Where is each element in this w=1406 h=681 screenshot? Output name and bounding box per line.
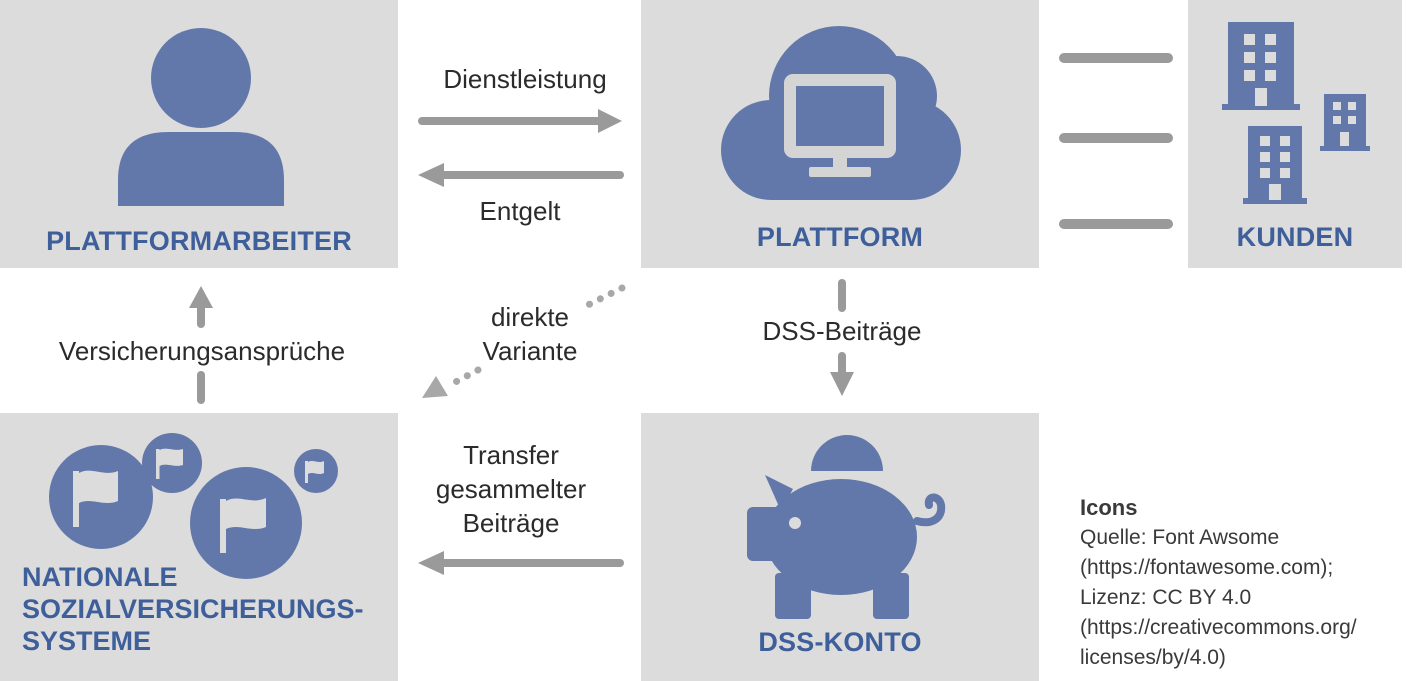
credits-line: Quelle: Font Awsome — [1080, 526, 1280, 549]
flag-circle — [190, 467, 302, 579]
flag-circle — [49, 445, 153, 549]
worker-label: PLATTFORMARBEITER — [46, 226, 352, 256]
platform-label: PLATTFORM — [756, 222, 924, 252]
social-label-line-2: SOZIALVERSICHERUNGS- — [22, 594, 364, 624]
transfer-line-2: gesammelter — [435, 474, 587, 504]
customer-connector-lines — [1059, 53, 1173, 229]
account-box: DSS-KONTO — [641, 413, 1039, 681]
social-label-line-1: NATIONALE — [22, 562, 178, 592]
flag-circle — [294, 449, 338, 493]
service-arrow — [418, 109, 622, 133]
icon-credits: Icons Quelle: Font Awsome (https://fonta… — [1080, 493, 1406, 673]
customers-box: KUNDEN — [1188, 0, 1402, 268]
contributions-label: DSS-Beiträge — [762, 316, 922, 346]
platform-box: PLATTFORM — [641, 0, 1039, 268]
credits-line: Lizenz: CC BY 4.0 — [1080, 586, 1252, 609]
claims-arrow-bottom — [197, 371, 205, 404]
direct-variant-line-2: Variante — [482, 336, 578, 366]
transfer-line-1: Transfer — [463, 440, 559, 470]
flag-circle — [142, 433, 202, 493]
claims-arrow-top — [189, 286, 213, 328]
transfer-arrow — [418, 551, 624, 575]
credits-title: Icons — [1080, 495, 1138, 520]
contributions-arrow-bottom — [830, 352, 854, 396]
piggy-bank-icon — [747, 435, 946, 619]
contributions-arrow-top — [838, 279, 846, 312]
social-label: NATIONALE SOZIALVERSICHERUNGS- SYSTEME — [22, 561, 364, 657]
direct-variant-label: direkte Variante — [460, 300, 600, 368]
cloud-monitor-icon — [721, 26, 961, 200]
worker-box: PLATTFORMARBEITER — [0, 0, 398, 268]
credits-line: (https://creativecommons.org/ — [1080, 616, 1357, 639]
flags-icon — [49, 433, 338, 579]
credits-line: (https://fontawesome.com); — [1080, 556, 1334, 579]
claims-label: Versicherungsansprüche — [58, 336, 346, 366]
payment-arrow — [418, 163, 624, 187]
social-box: NATIONALE SOZIALVERSICHERUNGS- SYSTEME — [0, 413, 398, 681]
user-icon — [118, 28, 284, 206]
customers-label: KUNDEN — [1236, 222, 1354, 252]
direct-variant-arrow — [422, 284, 626, 398]
transfer-label: Transfer gesammelter Beiträge — [416, 438, 606, 540]
account-label: DSS-KONTO — [758, 627, 922, 657]
social-label-line-3: SYSTEME — [22, 626, 152, 656]
service-label: Dienstleistung — [443, 64, 607, 94]
transfer-line-3: Beiträge — [462, 508, 560, 538]
direct-variant-line-1: direkte — [490, 302, 570, 332]
payment-label: Entgelt — [479, 196, 561, 226]
buildings-icon — [1222, 22, 1370, 204]
credits-line: licenses/by/4.0) — [1080, 646, 1226, 669]
